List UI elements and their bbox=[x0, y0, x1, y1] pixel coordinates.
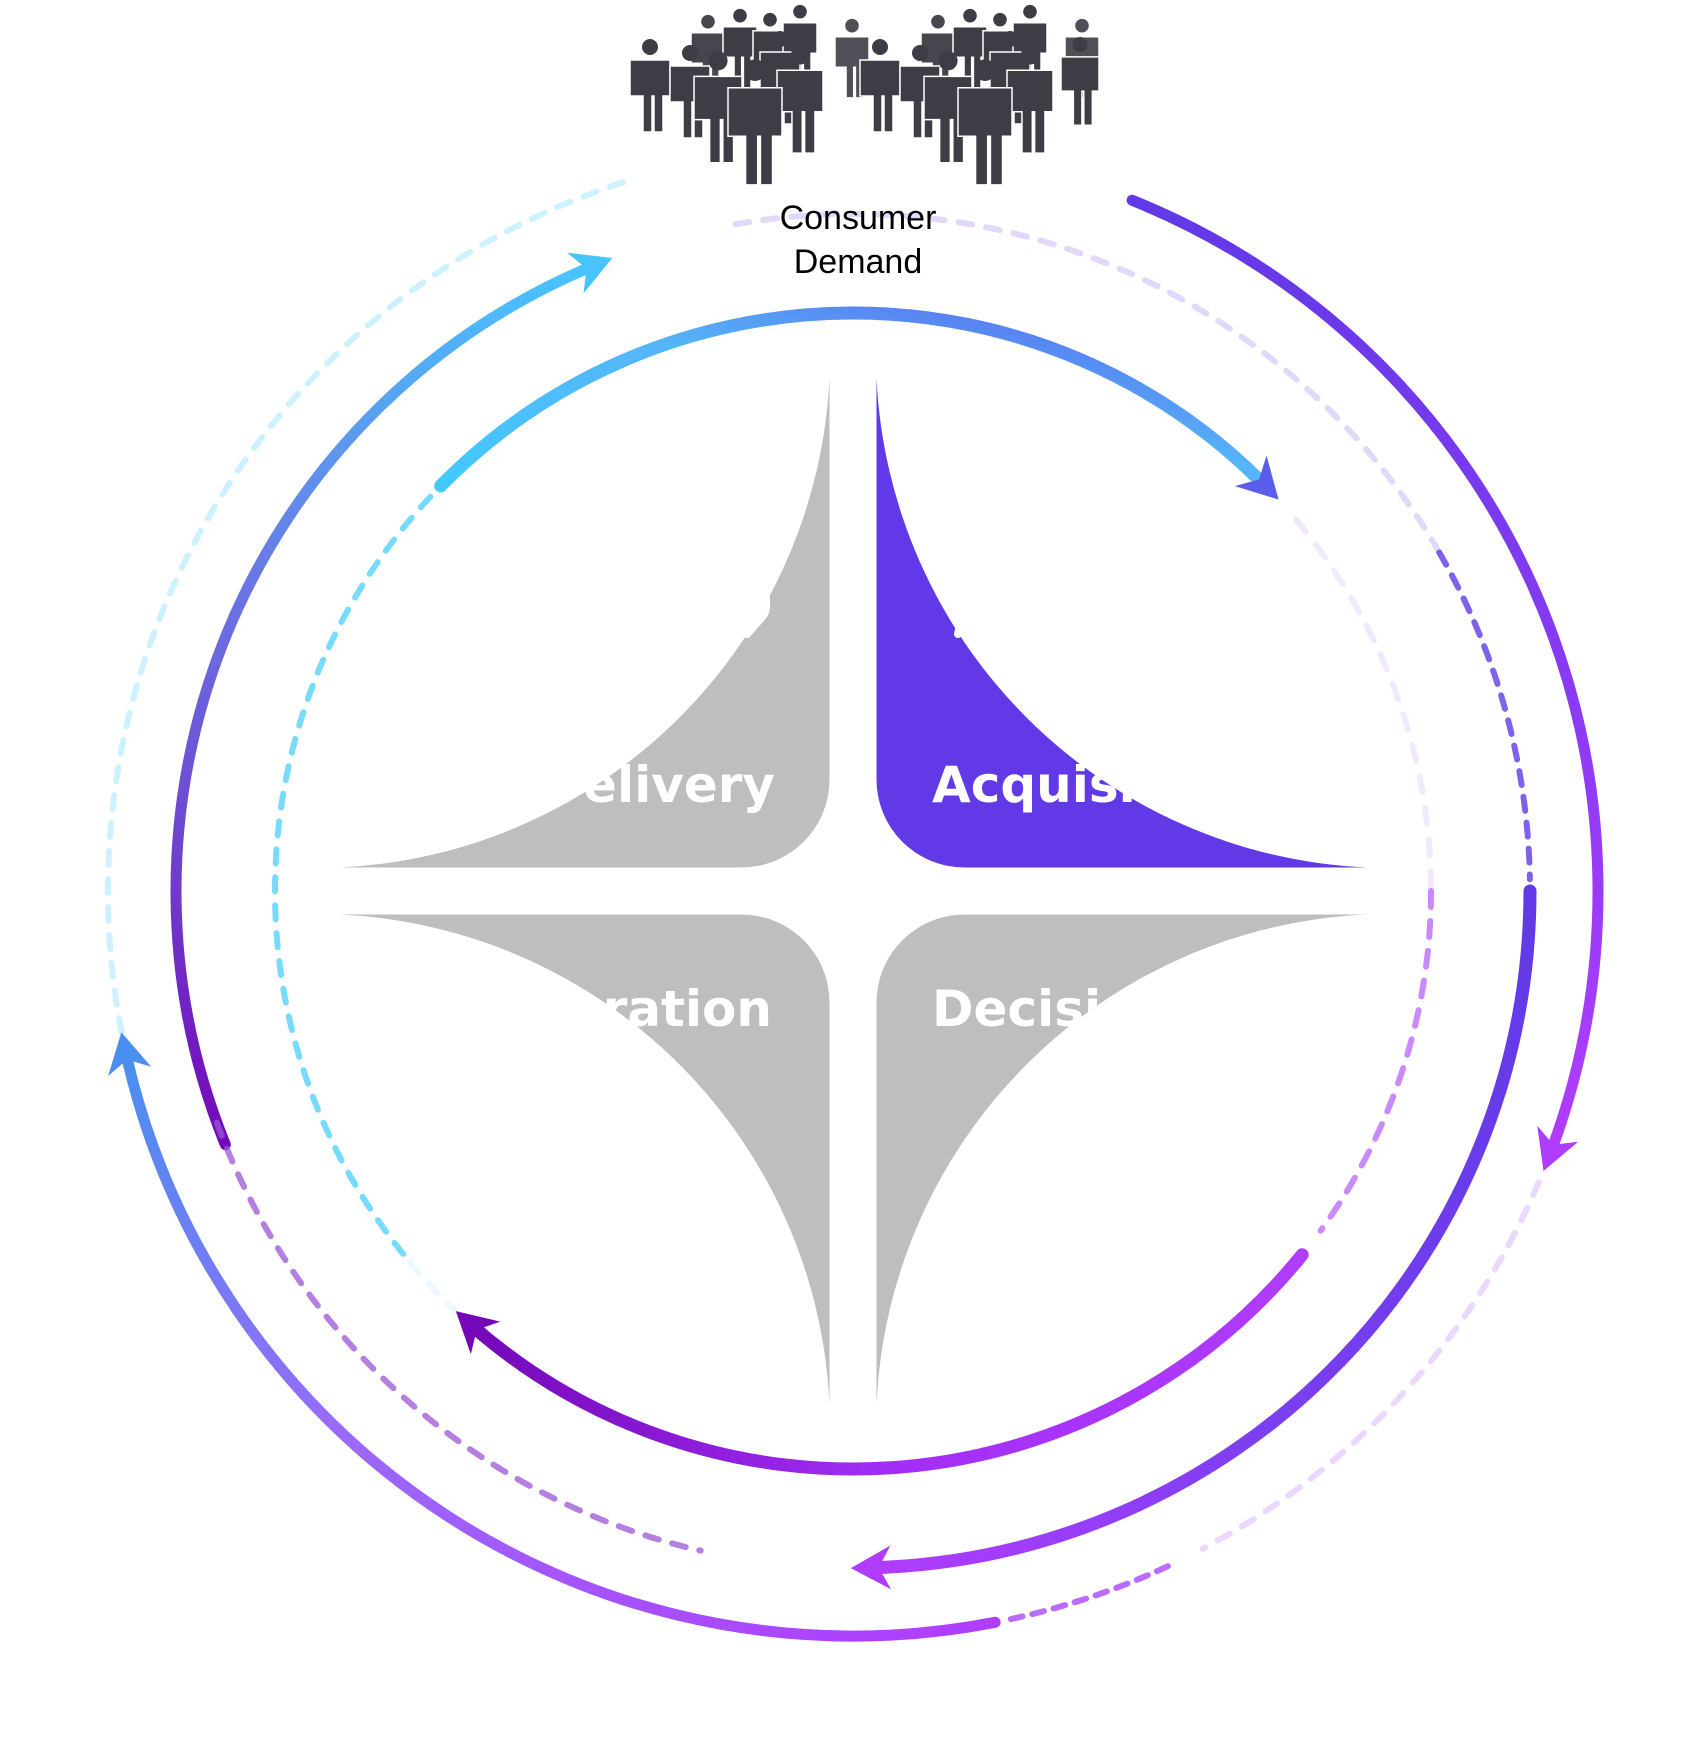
inner-bottom-arrowhead bbox=[455, 1311, 501, 1355]
consumer-demand-label: Consumer Demand bbox=[758, 196, 958, 284]
person-figure bbox=[957, 59, 1013, 186]
quadrant-label-delivery: Delivery bbox=[542, 756, 775, 814]
crowd-of-people-icon bbox=[629, 4, 1100, 186]
handshake-icon bbox=[941, 1164, 1079, 1261]
consumer-demand-line-2: Demand bbox=[793, 243, 923, 281]
person-figure bbox=[776, 46, 824, 154]
outer-bottom-arrowhead bbox=[108, 1032, 152, 1076]
inner-left-dashed-arc bbox=[272, 493, 434, 1266]
mid-top-dashed-arc bbox=[732, 211, 1443, 556]
person-figure bbox=[1006, 46, 1054, 154]
mid-right-arrowhead bbox=[850, 1545, 892, 1590]
quadrant-operation[interactable] bbox=[339, 914, 830, 1405]
inner-bottom-arc bbox=[467, 1248, 1309, 1476]
outer-right-dashed-arc bbox=[1199, 1179, 1542, 1552]
consumer-demand-line-1: Consumer bbox=[779, 199, 937, 237]
person-figure bbox=[1060, 36, 1100, 127]
quadrant-label-acquisition: Acquisition bbox=[932, 756, 1247, 814]
mid-right-dashed-arc bbox=[1436, 549, 1533, 883]
quadrant-label-decision: Decision bbox=[932, 980, 1171, 1038]
person-in-hands-icon bbox=[632, 515, 770, 638]
inner-right-dashed-arc bbox=[1317, 888, 1434, 1234]
quadrant-label-operation: Operation bbox=[490, 980, 772, 1038]
inner-right-faint-dashed-arc bbox=[1292, 516, 1434, 894]
gears-icon bbox=[627, 1145, 752, 1270]
mid-right-arc bbox=[870, 884, 1537, 1575]
flow-arcs bbox=[105, 179, 1604, 1642]
quadrant-acquisition[interactable] bbox=[876, 377, 1367, 868]
outer-bottom-dashed-arc bbox=[1004, 1563, 1171, 1623]
person-figure bbox=[727, 59, 783, 186]
person-figure bbox=[629, 39, 671, 133]
mid-left-arrowhead bbox=[567, 252, 613, 294]
target-arrow-icon bbox=[932, 508, 1053, 638]
inner-top-arrowhead bbox=[1234, 455, 1279, 500]
quadrant-decision[interactable] bbox=[876, 914, 1367, 1405]
mid-left-arc bbox=[170, 262, 594, 1151]
person-figure bbox=[859, 39, 901, 133]
mid-left-dashed-arc bbox=[213, 1119, 704, 1554]
outer-bottom-arc bbox=[121, 1053, 1001, 1642]
outer-left-dashed-arc bbox=[105, 179, 626, 1087]
inner-top-arc bbox=[434, 306, 1269, 493]
outer-right-arrowhead bbox=[1537, 1125, 1579, 1172]
quadrant-delivery[interactable] bbox=[339, 377, 830, 868]
outer-right-arc bbox=[1126, 194, 1604, 1152]
quadrants bbox=[339, 377, 1367, 1405]
